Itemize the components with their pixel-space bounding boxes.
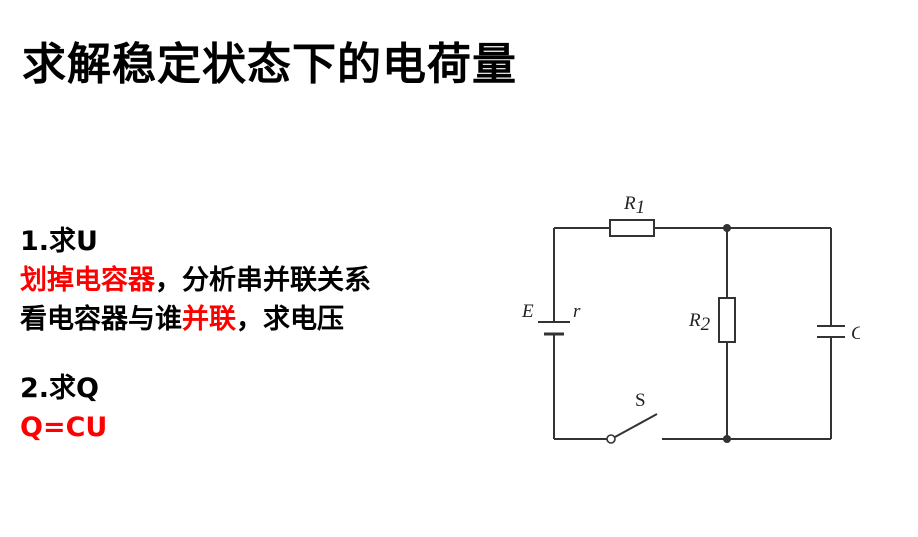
step1-heading: 1.求U — [20, 226, 98, 257]
step1-line1-highlight: 划掉电容器 — [20, 265, 155, 296]
circuit-diagram: R1 E r S R2 C — [521, 193, 860, 444]
resistor-r2 — [718, 297, 736, 343]
capacitor-label: C — [851, 323, 860, 344]
internal-r-label: r — [573, 301, 581, 322]
step2-heading: 2.求Q — [20, 373, 99, 404]
step1-line2-end: ，求电压 — [236, 304, 344, 335]
step2-formula: Q=CU — [20, 412, 108, 443]
resistor-r1 — [609, 219, 655, 237]
step1-line2-highlight: 并联 — [182, 304, 236, 335]
emf-label: E — [521, 301, 534, 322]
step1-line2: 看电容器与谁并联，求电压 — [20, 300, 371, 339]
step1-line1: 划掉电容器，分析串并联关系 — [20, 261, 371, 300]
r2-label: R2 — [688, 310, 711, 335]
r1-label: R1 — [623, 193, 645, 218]
step1-line1-rest: ，分析串并联关系 — [155, 265, 371, 296]
spacer — [20, 339, 371, 369]
switch-lever — [614, 413, 658, 438]
junction-bottom — [723, 435, 731, 443]
switch-label: S — [635, 390, 646, 411]
page-title: 求解稳定状态下的电荷量 — [22, 39, 517, 90]
switch-contact — [606, 434, 616, 444]
explanation-text: 1.求U 划掉电容器，分析串并联关系 看电容器与谁并联，求电压 2.求Q Q=C… — [20, 222, 371, 447]
step1-line2-start: 看电容器与谁 — [20, 304, 182, 335]
junction-top — [723, 224, 731, 232]
